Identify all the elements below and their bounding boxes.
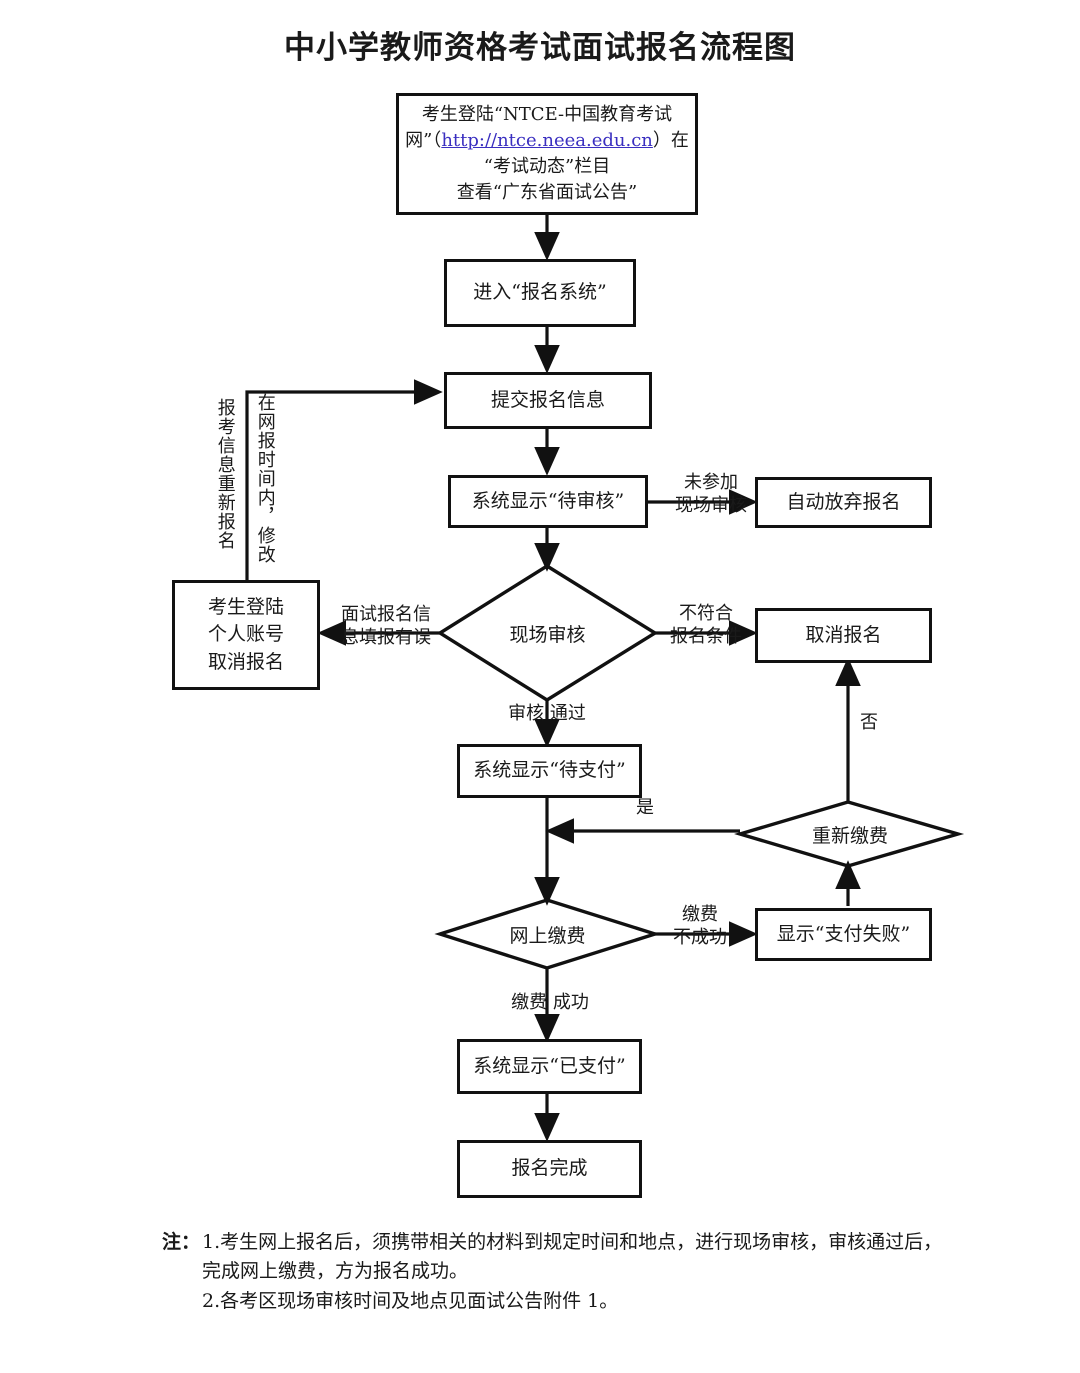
- vertical-label-modify-outer: 报考信息重新报名: [214, 398, 236, 550]
- footnote-2-number: 2.: [202, 1289, 221, 1312]
- node-cancel-by-self[interactable]: 考生登陆 个人账号 取消报名: [172, 580, 320, 690]
- login-site-line3: “考试动态”栏目: [483, 156, 611, 177]
- cancel-by-self-line3: 取消报名: [207, 650, 284, 673]
- node-auto-abandon[interactable]: 自动放弃报名: [755, 477, 932, 528]
- footnote-2-line1: 各考区现场审核时间及地点见面试公告附件 1。: [220, 1289, 619, 1312]
- cancel-by-self-line1: 考生登陆: [207, 595, 284, 618]
- page-title: 中小学教师资格考试面试报名流程图: [284, 30, 796, 66]
- node-done[interactable]: 报名完成: [457, 1140, 642, 1198]
- login-site-line2-pre: 网”（: [405, 129, 442, 151]
- pending-review-label: 系统显示“待审核”: [471, 489, 625, 512]
- edge-label-pay-success: 缴费 成功: [511, 992, 589, 1013]
- node-pending-payment[interactable]: 系统显示“待支付”: [457, 744, 642, 798]
- footnote-item-1-cont: 完成网上缴费，方为报名成功。: [162, 1257, 992, 1286]
- cancel-by-self-text: 考生登陆 个人账号 取消报名: [202, 594, 290, 677]
- footnote-item-1: 注： 1. 考生网上报名后，须携带相关的材料到规定时间和地点，进行现场审核，审核…: [162, 1228, 992, 1257]
- paid-label: 系统显示“已支付”: [473, 1054, 626, 1077]
- node-pending-review[interactable]: 系统显示“待审核”: [448, 475, 648, 528]
- login-site-line1: 考生登陆“NTCE-中国教育考试: [421, 103, 673, 125]
- footnote-tag: 注：: [162, 1231, 201, 1253]
- cancel-registration-label: 取消报名: [805, 623, 882, 646]
- ntce-url-link[interactable]: http://ntce.neea.edu.cn: [441, 129, 653, 151]
- node-payment-failed[interactable]: 显示“支付失败”: [755, 908, 932, 961]
- vertical-label-modify-inner: 在网报时间内，修改: [254, 393, 276, 564]
- node-enter-system[interactable]: 进入“报名系统”: [444, 259, 636, 327]
- footnote-1-line1: 考生网上报名后，须携带相关的材料到规定时间和地点，进行现场审核，审核通过后，: [220, 1231, 943, 1253]
- login-site-line4: 查看“广东省面试公告”: [456, 182, 638, 204]
- enter-system-label: 进入“报名系统”: [473, 281, 607, 304]
- edge-label-pay-failed: 缴费 不成功: [673, 904, 727, 948]
- edge-label-not-attend-review: 未参加 现场审核: [675, 472, 747, 516]
- edge-label-not-qualified: 不符合 报名条件: [670, 603, 742, 647]
- footnote-1-number: 1.: [202, 1231, 221, 1253]
- cancel-by-self-line2: 个人账号: [207, 623, 284, 646]
- edge-label-review-passed: 审核 通过: [508, 703, 586, 724]
- online-payment-label: 网上缴费: [509, 924, 586, 947]
- edge-label-info-error: 面试报名信 息填报有误: [341, 604, 431, 648]
- edge-label-repay-no: 否: [860, 712, 878, 733]
- payment-failed-label: 显示“支付失败”: [776, 922, 911, 945]
- edge-label-repay-yes: 是: [636, 797, 654, 818]
- repay-label: 重新缴费: [811, 824, 888, 847]
- done-label: 报名完成: [511, 1157, 588, 1180]
- login-site-line2: 网”（http://ntce.neea.edu.cn）在: [405, 128, 689, 154]
- pending-payment-label: 系统显示“待支付”: [473, 759, 626, 782]
- footnote-1-line2: 完成网上缴费，方为报名成功。: [202, 1260, 469, 1283]
- node-submit-info[interactable]: 提交报名信息: [444, 372, 652, 429]
- login-site-line2-post: ）在: [652, 129, 689, 151]
- footnote-item-2: 2. 各考区现场审核时间及地点见面试公告附件 1。: [162, 1287, 992, 1316]
- onsite-review-label: 现场审核: [509, 623, 586, 646]
- node-login-site[interactable]: 考生登陆“NTCE-中国教育考试 网”（http://ntce.neea.edu…: [396, 93, 698, 215]
- submit-info-label: 提交报名信息: [490, 388, 605, 411]
- login-site-text: 考生登陆“NTCE-中国教育考试 网”（http://ntce.neea.edu…: [399, 102, 695, 206]
- footnotes: 注： 1. 考生网上报名后，须携带相关的材料到规定时间和地点，进行现场审核，审核…: [162, 1228, 992, 1316]
- node-online-payment[interactable]: 网上缴费: [480, 914, 615, 954]
- node-cancel-registration[interactable]: 取消报名: [755, 608, 932, 663]
- node-onsite-review[interactable]: 现场审核: [470, 613, 625, 653]
- node-repay[interactable]: 重新缴费: [780, 814, 920, 854]
- node-paid[interactable]: 系统显示“已支付”: [457, 1039, 642, 1094]
- auto-abandon-label: 自动放弃报名: [786, 490, 901, 513]
